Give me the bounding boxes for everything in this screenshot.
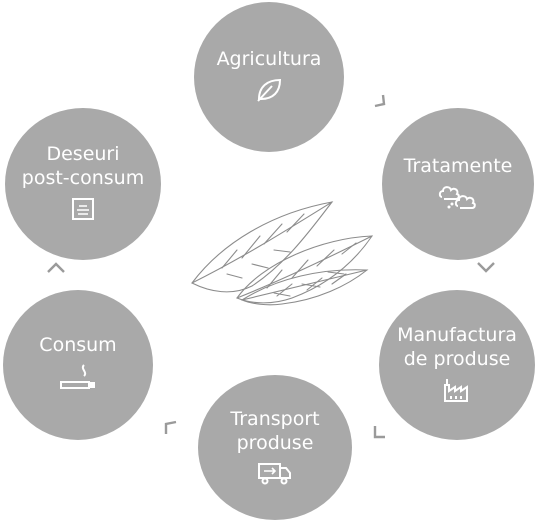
stage-consum: Consum [3, 290, 153, 440]
truck-icon [257, 461, 293, 489]
stage-label: Tratamente [403, 155, 513, 177]
stage-label: Transport [230, 407, 320, 430]
cigarette-icon [58, 363, 98, 397]
stage-label: post-consum [21, 167, 145, 189]
stage-transport: Transport produse [198, 375, 352, 520]
waste-bin-icon [70, 196, 96, 226]
tobacco-leaves-illustration [191, 201, 374, 306]
arrow-tratamente-to-manufactura [477, 262, 495, 273]
arrow-transport-to-consum [164, 420, 177, 434]
stage-label: Deseuri [46, 143, 120, 165]
stage-label: Manufactura [397, 324, 517, 346]
stage-deseuri: Deseuri post-consum [5, 108, 161, 260]
leaf-icon [255, 77, 283, 107]
stage-label: Agricultura [216, 48, 322, 70]
stage-agricultura: Agricultura [194, 2, 344, 152]
arrow-agricultura-to-tratamente [374, 94, 386, 108]
stage-tratamente: Tratamente [382, 108, 534, 260]
factory-icon [442, 377, 472, 407]
stage-label: Consum [39, 334, 117, 356]
arrow-consum-to-deseuri [47, 262, 65, 273]
arrow-manufactura-to-transport [373, 426, 385, 439]
stage-label: produse [236, 431, 314, 454]
clouds-icon [438, 184, 478, 214]
stage-label: de produse [403, 348, 511, 370]
stage-manufactura: Manufactura de produse [379, 290, 535, 440]
